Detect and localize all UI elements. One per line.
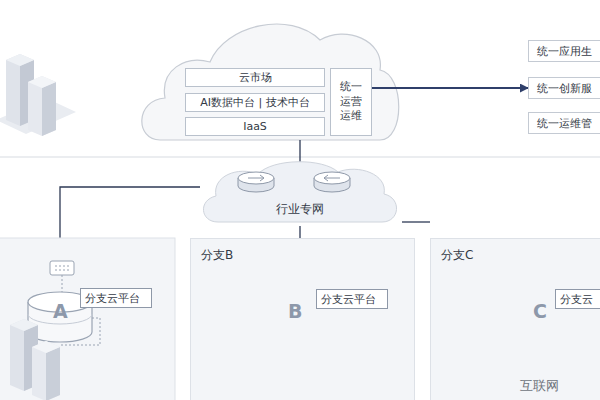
node-text: 统一创新服 [537,81,592,96]
platform-tag: 分支云 [555,289,600,309]
benefit-box: 统一创新服 [528,77,600,99]
branch-heading: 分支B [201,247,233,264]
node-text: IaaS [243,120,267,133]
cylinder-letter: B [288,300,302,322]
cylinder-letter: C [533,300,547,322]
building [0,54,76,136]
branch-heading: 分支C [441,247,473,264]
node-text: 分支云平台 [85,291,140,306]
node-text: 分支云 [560,292,593,307]
platform-tag: 分支云平台 [80,288,152,308]
service-box: AI数据中台 | 技术中台 [185,93,325,112]
branch-panel: 分支B 分支云平台 [190,238,415,400]
node-text: AI数据中台 | 技术中台 [200,95,309,110]
node-text: 分支云平台 [321,292,376,307]
benefit-box: 统一应用生 [528,40,600,62]
cylinder-letter: A [53,300,68,322]
node-text: 云市场 [239,70,272,85]
node-text: 行业专网 [198,201,402,218]
cloud [142,24,399,140]
service-box: IaaS [185,117,325,136]
ops-box: 统一运营运维 [330,68,372,136]
branch-art [10,261,100,400]
benefit-box: 统一运维管 [528,112,600,134]
service-box: 云市场 [185,68,325,87]
network-cloud: 行业专网 [198,160,402,226]
platform-tag: 分支云平台 [316,289,388,309]
node-text: 统一运维管 [537,116,592,131]
watermark: 互联网 [520,377,559,395]
network-link [402,221,430,222]
cloud-outline [198,160,402,226]
branch-panel: 分支C 分支云 [430,238,600,400]
network-link [299,226,300,238]
node-text: 统一应用生 [537,44,592,59]
flow-arrow [372,87,528,89]
node-text: 统一运营运维 [339,80,363,125]
